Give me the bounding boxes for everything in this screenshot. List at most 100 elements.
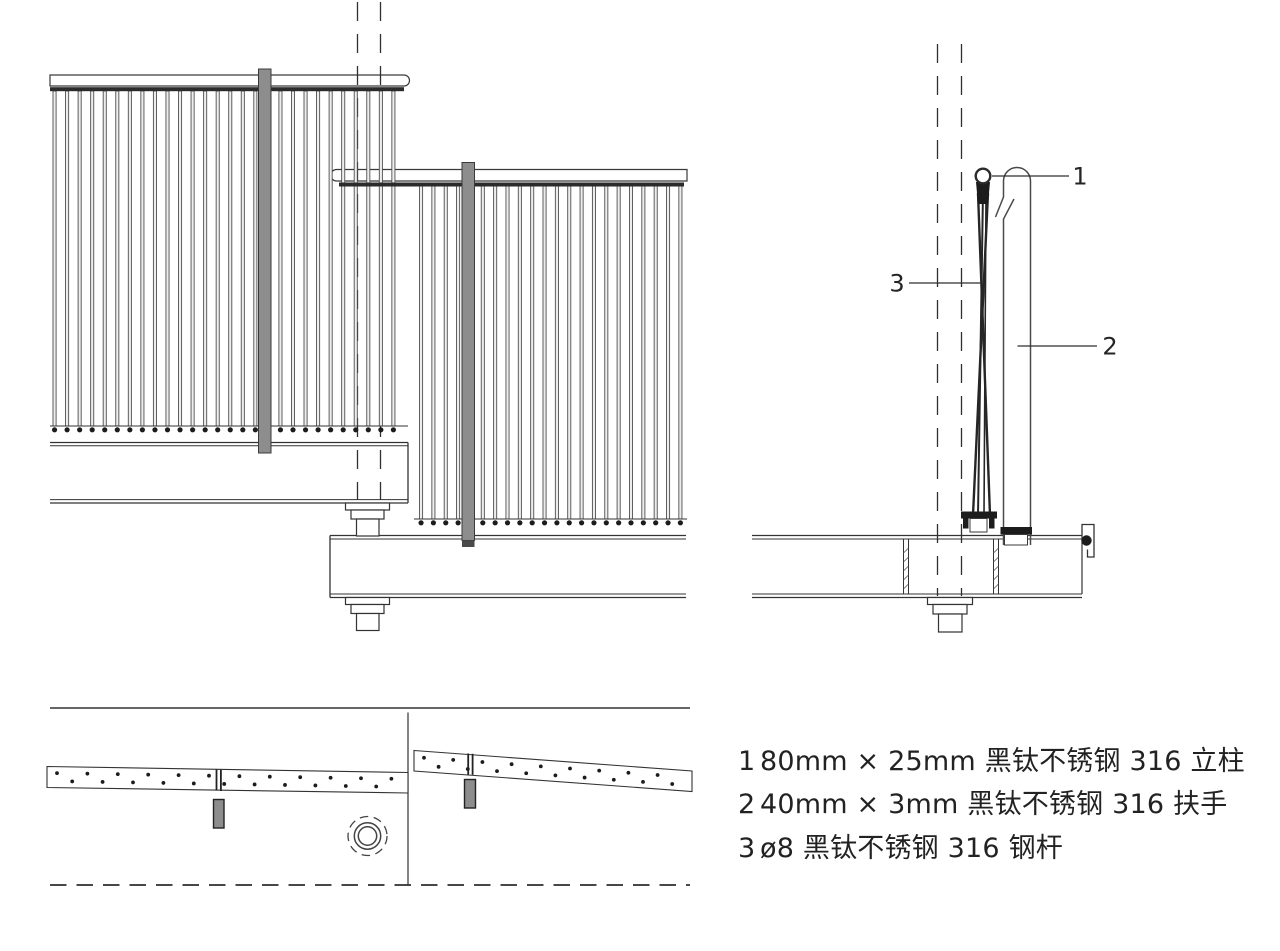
rod <box>190 90 195 427</box>
plan-rod-dot <box>597 768 602 773</box>
section-deck-beam <box>752 534 1083 599</box>
plan-pipe-circle <box>347 815 388 857</box>
hatch-tick <box>903 547 909 554</box>
lower-post <box>461 162 475 541</box>
plan-rod-dot <box>582 775 587 780</box>
plan-rod-dot <box>298 775 303 780</box>
rod <box>65 90 70 427</box>
plan-rod-dot <box>495 769 499 774</box>
rod-end-ball <box>177 427 183 433</box>
rod-end-ball <box>665 520 671 526</box>
plan-rod-dot <box>237 774 242 779</box>
plan-rod-dot <box>222 782 227 786</box>
rod-end-ball <box>653 520 659 526</box>
rod-end-ball <box>455 520 461 526</box>
rod <box>228 90 233 427</box>
rod-end-ball <box>517 520 523 526</box>
legend-item: 2 40mm × 3mm 黑钛不锈钢 316 扶手 <box>738 789 1227 820</box>
plan-rod-dot <box>670 782 675 786</box>
rod <box>629 185 634 520</box>
plan-rod-dot <box>328 775 333 780</box>
rod-end-ball <box>492 520 498 526</box>
rod <box>102 90 107 427</box>
rod <box>127 90 132 427</box>
plan-rod-dot <box>283 783 287 787</box>
plan-rod-dot <box>524 771 529 776</box>
rod <box>152 90 157 427</box>
hatch-tick <box>903 556 909 563</box>
plan-rod-dot <box>538 764 543 769</box>
plan-rod-dot <box>131 780 135 785</box>
plan-post-right <box>463 778 477 809</box>
plan-rod-dot <box>626 770 631 775</box>
post-top-ring <box>974 167 992 185</box>
rod <box>666 185 671 520</box>
rod-end-ball <box>677 520 684 526</box>
rod-end-ball <box>89 427 95 433</box>
lower-deck-beam <box>329 534 686 599</box>
hatch-tick <box>993 565 999 572</box>
rod <box>505 185 510 520</box>
rod <box>591 185 596 520</box>
hatch-tick <box>993 583 999 590</box>
rod <box>215 90 220 427</box>
callout-1-label: 1 <box>1072 163 1087 191</box>
rod <box>178 90 183 427</box>
rod-end-ball <box>252 427 258 433</box>
rod-end-ball <box>541 520 548 526</box>
rod-end-ball <box>240 427 246 433</box>
plan-rail-band-right <box>413 749 693 793</box>
rod-end-ball <box>328 427 334 433</box>
hatch-tick <box>903 565 909 572</box>
rod-end-ball <box>640 520 646 526</box>
rod-end-ball <box>202 427 208 433</box>
upper-handrail <box>49 74 411 87</box>
stiffener-hatch <box>903 547 909 590</box>
rod-end-ball <box>215 427 221 433</box>
rod-end-ball <box>127 427 133 433</box>
upper-deck-beam <box>50 441 409 504</box>
rod <box>278 90 283 427</box>
rod-end-ball <box>378 427 384 433</box>
rod <box>567 185 572 520</box>
rod <box>493 185 498 520</box>
callout-leaders <box>909 175 1097 347</box>
plan-rod-dot <box>509 762 514 767</box>
lower-deck-pedestal <box>344 596 391 632</box>
rod-end-ball <box>302 427 309 433</box>
rod-end-ball <box>554 520 560 526</box>
upper-panel-rods <box>51 90 396 433</box>
rod <box>378 90 383 427</box>
rod <box>456 185 461 520</box>
plan-rod-dot <box>641 779 645 784</box>
rod-end-ball <box>114 427 120 433</box>
plan-rod-dot <box>313 783 318 788</box>
upper-rail-bar <box>50 87 404 92</box>
plan-rod-dot <box>451 757 456 762</box>
rod <box>328 90 333 427</box>
hatch-tick <box>993 556 999 563</box>
legend-item-number: 3 <box>738 833 756 864</box>
hatch-tick <box>903 583 909 590</box>
hatch-tick <box>993 574 999 581</box>
legend-item-number: 2 <box>738 789 756 820</box>
upper-post <box>258 68 272 454</box>
plan-rod-dot <box>422 755 426 760</box>
rod <box>316 90 321 427</box>
rod-end-ball <box>340 427 346 433</box>
rod-end-ball <box>418 520 424 526</box>
centerline-dashed-section <box>936 44 963 596</box>
callout-2-label: 2 <box>1102 333 1117 361</box>
plan-rod-dot <box>176 773 181 778</box>
plan-rod-dot <box>161 781 166 785</box>
rod-end-ball <box>616 520 622 526</box>
rod-end-ball <box>227 427 233 433</box>
section-handrail-profile <box>994 166 1032 545</box>
plan-rod-dot <box>611 777 616 782</box>
plan-post-marker-right <box>467 753 474 775</box>
rod-end-ball <box>277 427 284 433</box>
plan-rod-dot <box>343 784 348 788</box>
rod <box>291 90 296 427</box>
rod-end-ball <box>152 427 158 433</box>
